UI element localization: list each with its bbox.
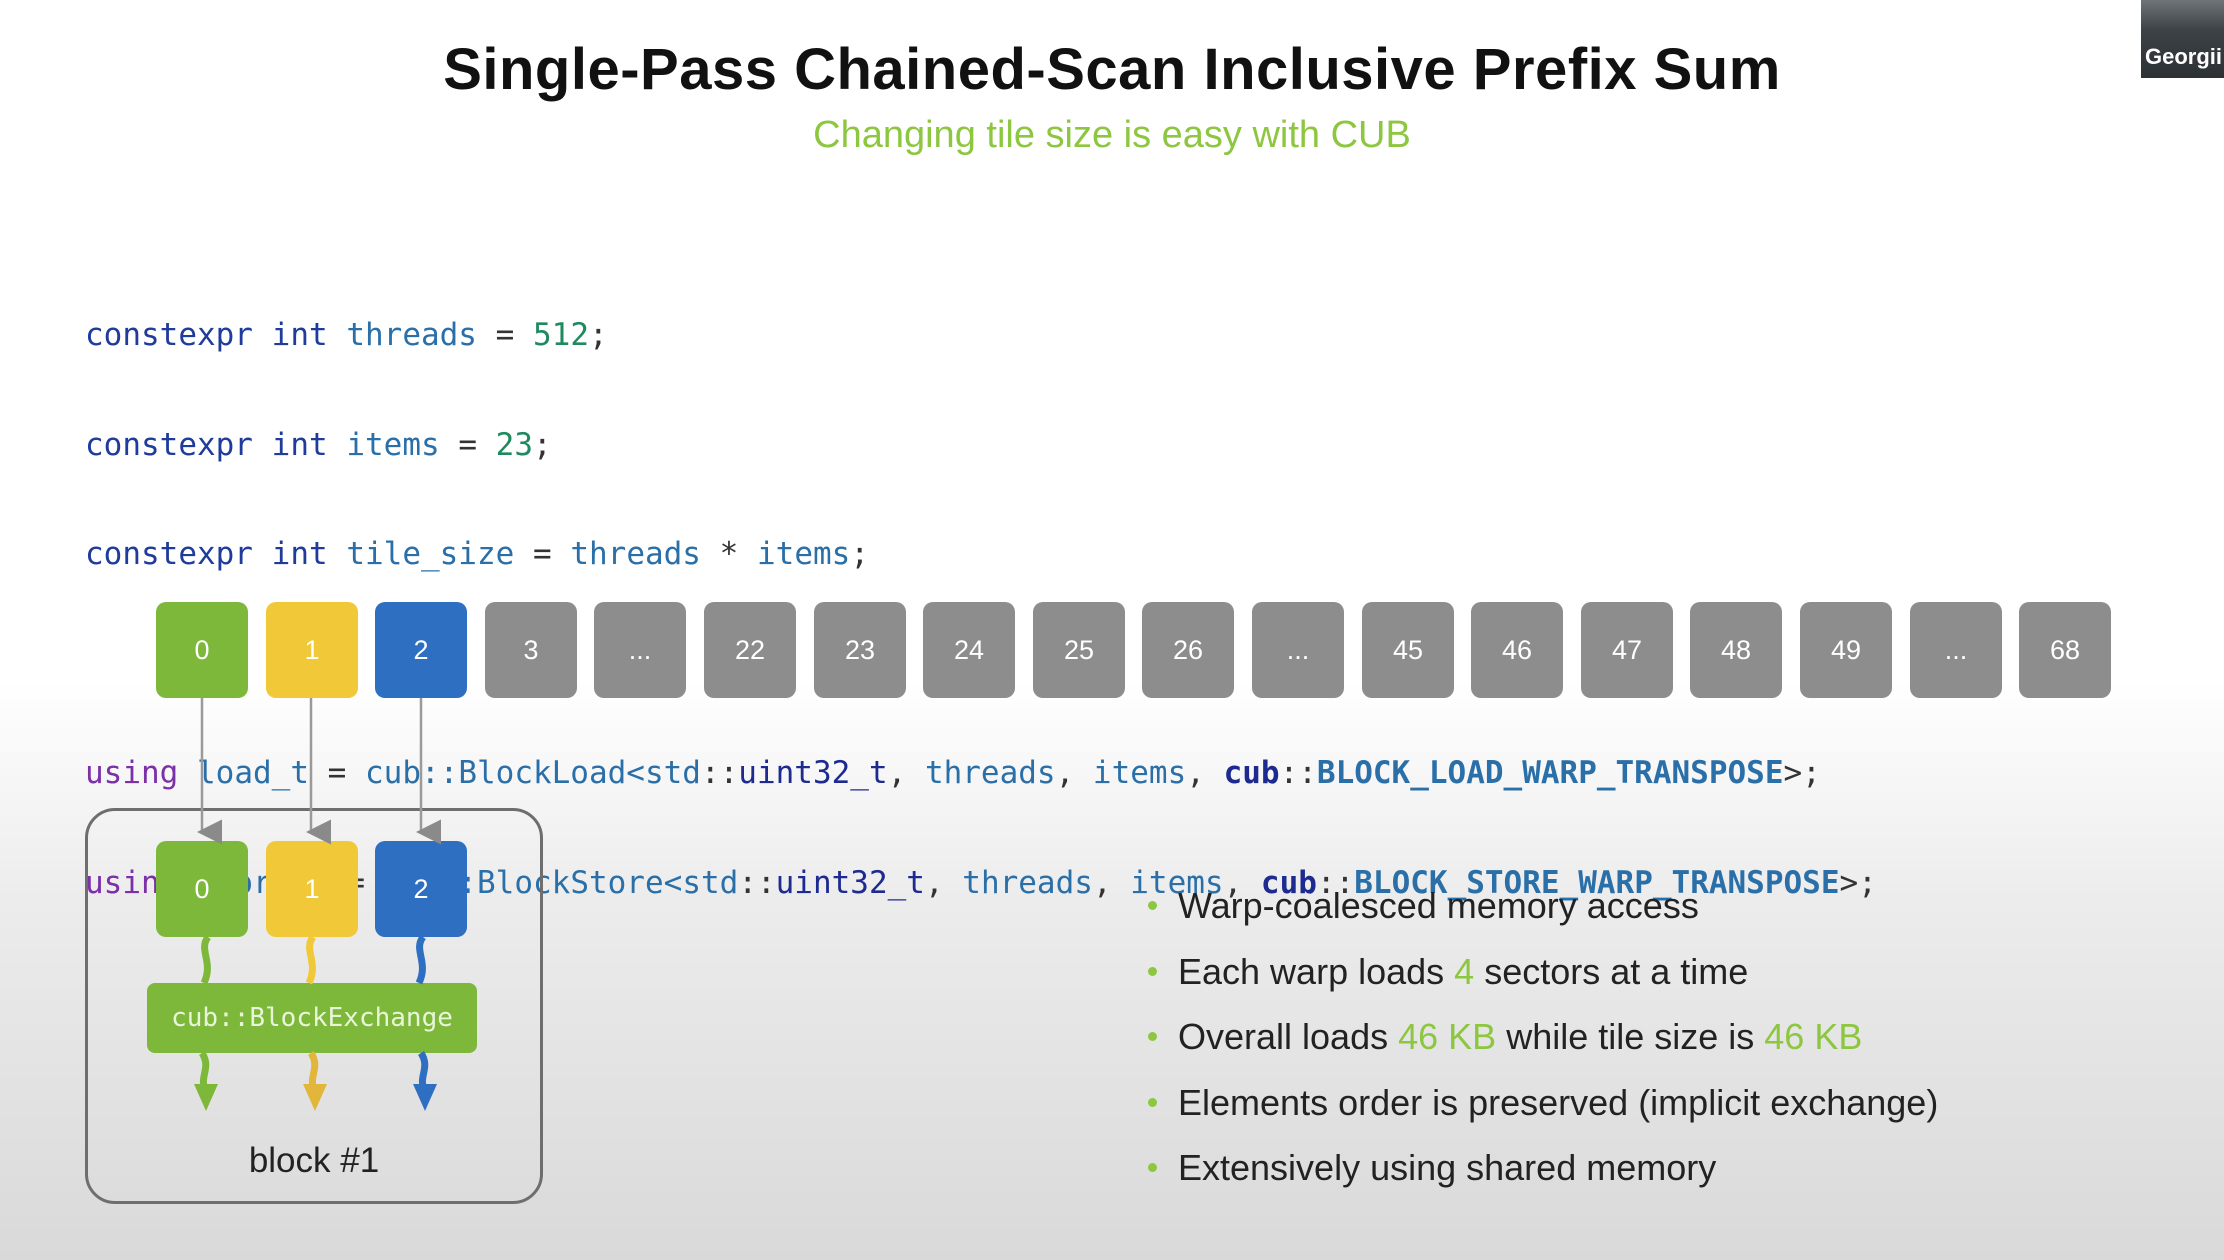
- bullet-dot: [1148, 901, 1157, 910]
- exchange-input-yellow: [305, 934, 317, 985]
- exchange-output-blue-head: [413, 1084, 437, 1111]
- tile-cell: 23: [814, 602, 906, 698]
- tile-cell: ...: [594, 602, 686, 698]
- exchange-output-green-head: [194, 1084, 218, 1111]
- tile-cell: 26: [1142, 602, 1234, 698]
- tile-cell: 68: [2019, 602, 2111, 698]
- code-line: constexpr int threads = 512;: [85, 317, 608, 353]
- bullet-item: Extensively using shared memory: [1148, 1147, 1938, 1213]
- tile-cell: 3: [485, 602, 577, 698]
- block-exchange: cub::BlockExchange: [147, 983, 477, 1053]
- tile-cell: 22: [704, 602, 796, 698]
- tile-cell: 48: [1690, 602, 1782, 698]
- tile-cell: 46: [1471, 602, 1563, 698]
- bullet-dot: [1148, 966, 1157, 976]
- block-cell: 1: [266, 841, 358, 937]
- participant-video-thumbnail[interactable]: Georgii: [2141, 0, 2224, 78]
- tile-cell: 45: [1362, 602, 1454, 698]
- tile-cell: 25: [1033, 602, 1125, 698]
- exchange-input-green: [200, 934, 212, 985]
- exchange-output-yellow-head: [303, 1084, 327, 1111]
- block-cell: 2: [375, 841, 467, 937]
- tile-cell: 1: [266, 602, 358, 698]
- tile-cell: 49: [1800, 602, 1892, 698]
- bullet-item: Overall loads 46 KB while tile size is 4…: [1148, 1016, 1938, 1082]
- bullet-dot: [1148, 1032, 1157, 1041]
- code-line: using load_t = cub::BlockLoad<std::uint3…: [85, 755, 1821, 791]
- block-cell: 0: [156, 841, 248, 937]
- tile-cell: 0: [156, 602, 248, 698]
- participant-name: Georgii: [2145, 44, 2223, 69]
- bullet-dot: [1148, 1097, 1157, 1107]
- slide-subtitle: Changing tile size is easy with CUB: [813, 114, 1411, 156]
- code-line: constexpr int tile_size = threads * item…: [85, 536, 869, 572]
- bullet-item: Each warp loads 4 sectors at a time: [1148, 951, 1938, 1017]
- tile-cell: 47: [1581, 602, 1673, 698]
- code-block: constexpr int threads = 512; constexpr i…: [85, 244, 1877, 938]
- block-label: block #1: [248, 1141, 380, 1180]
- tile-cell: 2: [375, 602, 467, 698]
- tile-cell: 24: [923, 602, 1015, 698]
- bullet-dot: [1148, 1163, 1157, 1172]
- code-line: using store_t = cub::BlockStore<std::uin…: [85, 864, 1877, 901]
- bullet-item: Warp-coalesced memory access: [1148, 885, 1938, 951]
- slide-title: Single-Pass Chained-Scan Inclusive Prefi…: [443, 37, 1781, 102]
- code-line: constexpr int items = 23;: [85, 426, 552, 463]
- tile-cell: ...: [1252, 602, 1344, 698]
- bullet-item: Elements order is preserved (implicit ex…: [1148, 1082, 1938, 1148]
- exchange-input-blue: [415, 934, 427, 985]
- tile-cell: ...: [1910, 602, 2002, 698]
- block-frame: [85, 808, 543, 1204]
